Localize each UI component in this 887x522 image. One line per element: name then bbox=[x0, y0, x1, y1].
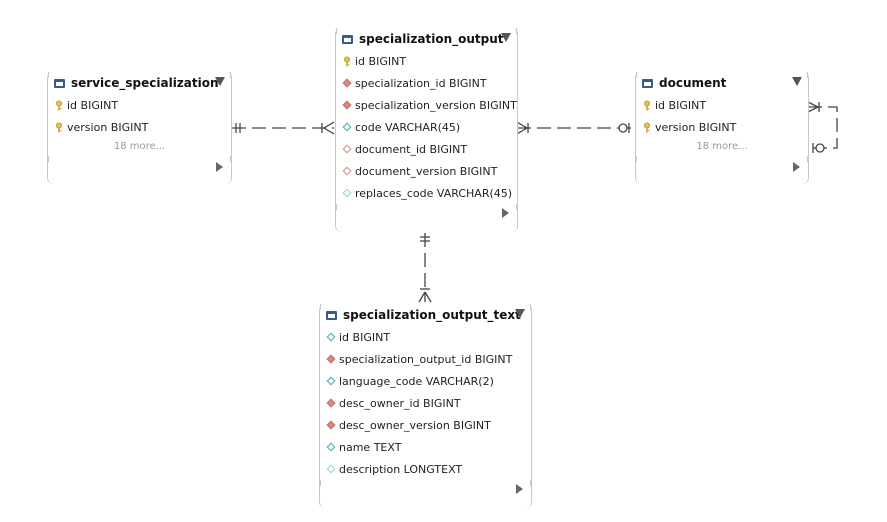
entity-header[interactable]: service_specialization bbox=[48, 72, 231, 94]
collapse-toggle-icon[interactable] bbox=[215, 77, 225, 86]
column-name: id BIGINT bbox=[355, 54, 407, 68]
relationship-document-self bbox=[808, 106, 838, 149]
column-diamond-icon bbox=[326, 376, 336, 386]
fk-diamond-icon bbox=[326, 420, 336, 430]
column-row[interactable]: description LONGTEXT bbox=[320, 458, 531, 480]
column-row[interactable]: specialization_version BIGINT bbox=[336, 94, 517, 116]
column-row[interactable]: code VARCHAR(45) bbox=[336, 116, 517, 138]
key-icon bbox=[642, 122, 652, 133]
expand-arrow-icon[interactable] bbox=[793, 162, 800, 172]
column-name: id BIGINT bbox=[655, 98, 707, 112]
expand-arrow-icon[interactable] bbox=[502, 208, 509, 218]
collapse-toggle-icon[interactable] bbox=[515, 309, 525, 318]
column-diamond-icon bbox=[326, 442, 336, 452]
fk-hollow-diamond-icon bbox=[342, 166, 352, 176]
column-name: language_code VARCHAR(2) bbox=[339, 374, 494, 388]
column-name: desc_owner_version BIGINT bbox=[339, 418, 491, 432]
column-row[interactable]: name TEXT bbox=[320, 436, 531, 458]
table-icon bbox=[326, 310, 337, 320]
entity-header[interactable]: document bbox=[636, 72, 808, 94]
fk-diamond-icon bbox=[342, 100, 352, 110]
entity-title: document bbox=[659, 76, 727, 90]
entity-title: specialization_output_text bbox=[343, 308, 521, 322]
key-icon bbox=[642, 100, 652, 111]
entity-title: service_specialization bbox=[71, 76, 219, 90]
column-row[interactable]: id BIGINT bbox=[636, 94, 808, 116]
fk-hollow-diamond-icon bbox=[342, 144, 352, 154]
column-name: desc_owner_id BIGINT bbox=[339, 396, 461, 410]
column-name: id BIGINT bbox=[67, 98, 119, 112]
more-columns-link[interactable]: 18 more... bbox=[696, 141, 748, 152]
collapse-toggle-icon[interactable] bbox=[501, 33, 511, 42]
column-name: code VARCHAR(45) bbox=[355, 120, 461, 134]
column-row[interactable]: version BIGINT bbox=[48, 116, 231, 138]
expand-arrow-icon[interactable] bbox=[516, 484, 523, 494]
table-icon bbox=[54, 78, 65, 88]
column-row[interactable]: id BIGINT bbox=[48, 94, 231, 116]
column-row[interactable]: id BIGINT bbox=[320, 326, 531, 348]
column-row[interactable]: language_code VARCHAR(2) bbox=[320, 370, 531, 392]
entity-header[interactable]: specialization_output_text bbox=[320, 304, 531, 326]
column-row[interactable]: document_id BIGINT bbox=[336, 138, 517, 160]
table-icon bbox=[642, 78, 653, 88]
column-name: id BIGINT bbox=[339, 330, 391, 344]
column-name: description LONGTEXT bbox=[339, 462, 463, 476]
column-name: specialization_id BIGINT bbox=[355, 76, 487, 90]
column-row[interactable]: replaces_code VARCHAR(45) bbox=[336, 182, 517, 204]
column-name: specialization_version BIGINT bbox=[355, 98, 517, 112]
column-row[interactable]: desc_owner_version BIGINT bbox=[320, 414, 531, 436]
key-icon bbox=[54, 100, 64, 111]
fk-diamond-icon bbox=[326, 354, 336, 364]
column-name: version BIGINT bbox=[67, 120, 149, 134]
fk-diamond-icon bbox=[326, 398, 336, 408]
collapse-toggle-icon[interactable] bbox=[792, 77, 802, 86]
column-row[interactable]: specialization_output_id BIGINT bbox=[320, 348, 531, 370]
entity-service-specialization[interactable]: service_specialization id BIGINT version … bbox=[47, 72, 232, 184]
column-hollow-diamond-icon bbox=[342, 188, 352, 198]
column-name: document_id BIGINT bbox=[355, 142, 468, 156]
column-name: specialization_output_id BIGINT bbox=[339, 352, 513, 366]
more-columns-link[interactable]: 18 more... bbox=[113, 141, 166, 152]
column-row[interactable]: document_version BIGINT bbox=[336, 160, 517, 182]
column-row[interactable]: specialization_id BIGINT bbox=[336, 72, 517, 94]
expand-arrow-icon[interactable] bbox=[216, 162, 223, 172]
column-name: replaces_code VARCHAR(45) bbox=[355, 186, 513, 200]
entity-specialization-output-text[interactable]: specialization_output_text id BIGINT spec… bbox=[319, 304, 532, 508]
entity-specialization-output[interactable]: specialization_output id BIGINT specializ… bbox=[335, 28, 518, 232]
table-icon bbox=[342, 34, 353, 44]
entity-title: specialization_output bbox=[359, 32, 504, 46]
column-name: document_version BIGINT bbox=[355, 164, 498, 178]
entity-header[interactable]: specialization_output bbox=[336, 28, 517, 50]
column-row[interactable]: desc_owner_id BIGINT bbox=[320, 392, 531, 414]
column-name: name TEXT bbox=[339, 440, 402, 454]
column-row[interactable]: version BIGINT bbox=[636, 116, 808, 138]
key-icon bbox=[54, 122, 64, 133]
column-diamond-icon bbox=[326, 332, 336, 342]
column-name: version BIGINT bbox=[655, 120, 737, 134]
key-icon bbox=[342, 56, 352, 67]
fk-diamond-icon bbox=[342, 78, 352, 88]
column-diamond-icon bbox=[342, 122, 352, 132]
column-row[interactable]: id BIGINT bbox=[336, 50, 517, 72]
column-hollow-diamond-icon bbox=[326, 464, 336, 474]
entity-document[interactable]: document id BIGINT version BIGINT 18 more… bbox=[635, 72, 809, 184]
